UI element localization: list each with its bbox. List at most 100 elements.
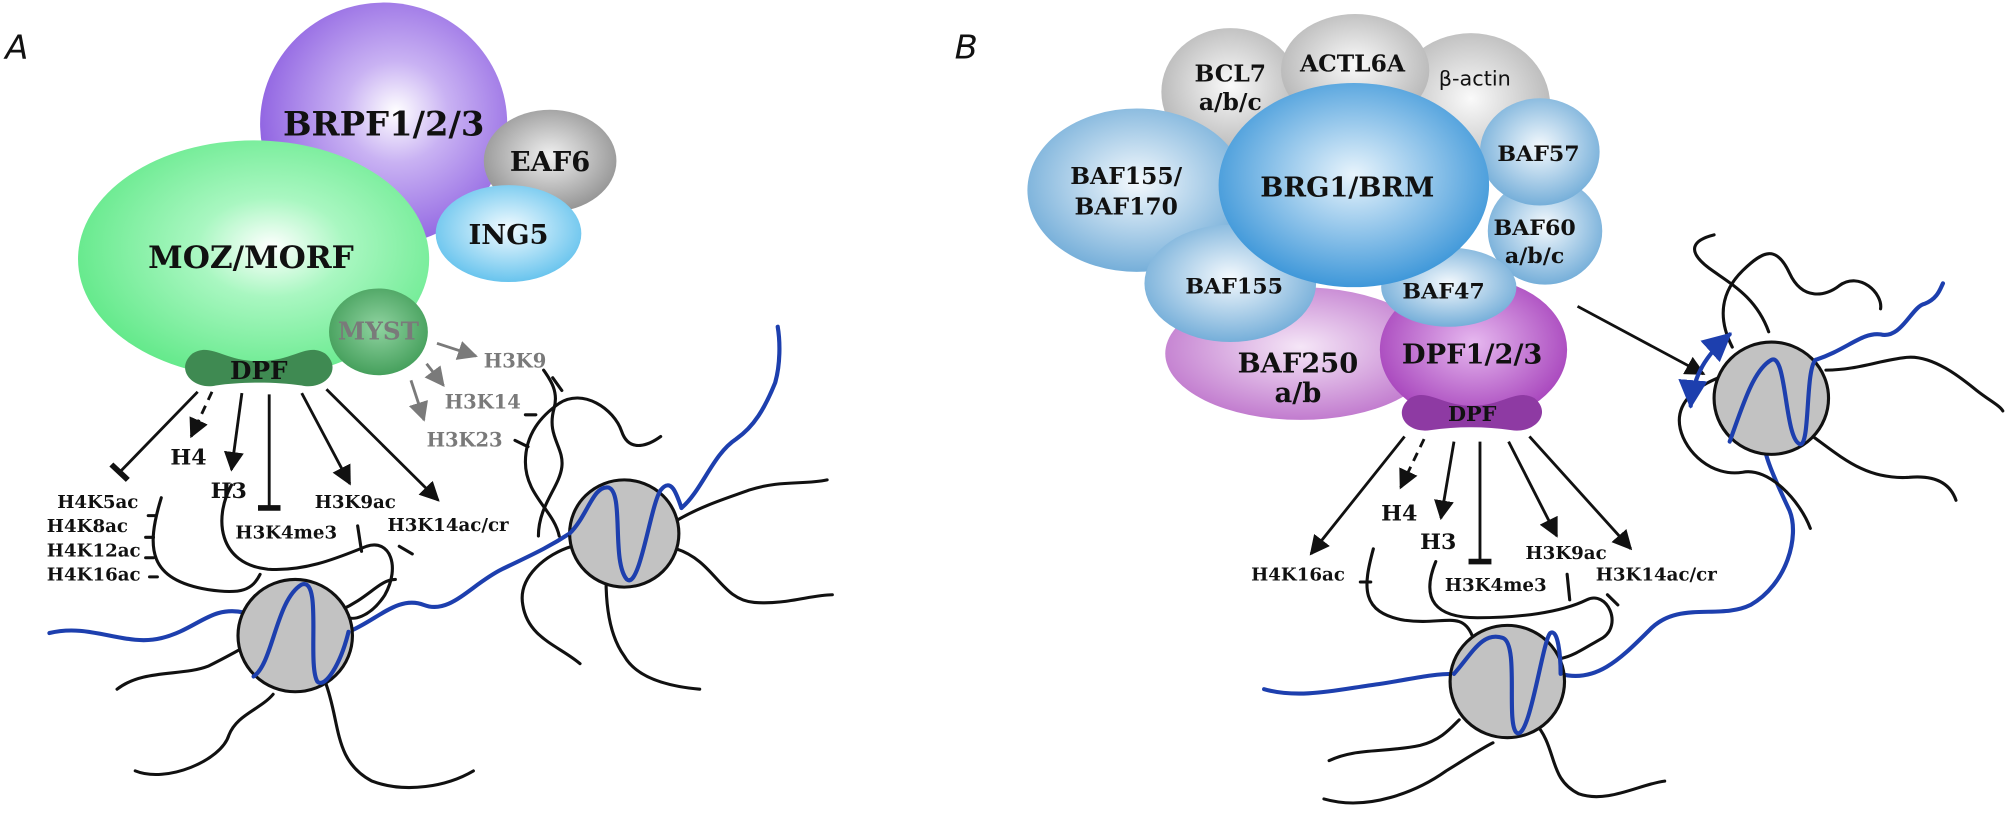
edge-h3k9ac-b [1507, 440, 1558, 538]
h4k16ac-label: H4K16ac [47, 565, 141, 586]
histone-tail [1322, 741, 1495, 805]
histone-tail [323, 680, 475, 790]
baf250-label-line2: a/b [1275, 378, 1322, 409]
h3k14ac-label-b: H3K14ac/cr [1596, 565, 1718, 586]
mark-tick [1565, 572, 1572, 602]
panel-b-nucleosomes [1262, 233, 2005, 805]
histone-tail [115, 644, 249, 691]
histone-tail [339, 577, 397, 612]
dpf-label-b: DPF [1448, 402, 1497, 426]
brpf-label: BRPF1/2/3 [283, 105, 484, 144]
histone-tail [220, 483, 394, 620]
baf60-subunit [1487, 177, 1603, 285]
histone-tail [1533, 720, 1667, 799]
myst-label: MYST [338, 317, 419, 346]
histone-tail [523, 396, 663, 538]
histone-tail [151, 496, 262, 594]
histone-tail [1428, 560, 1614, 661]
edge-h3k14ac [325, 388, 440, 502]
mark-tick [397, 544, 414, 556]
rotation-arrow [1678, 332, 1732, 409]
dna-strand-b1 [1262, 671, 1457, 696]
histone-tail [133, 692, 275, 777]
baf57-label: BAF57 [1497, 141, 1579, 167]
h4k12ac-label: H4K12ac [47, 541, 141, 562]
arrow-h3k9 [436, 341, 478, 360]
edge-h3k9ac [300, 392, 352, 486]
dpf-domain-a [185, 349, 333, 387]
bactin-label: β-actin [1439, 67, 1511, 91]
moz-label: MOZ/MORF [148, 240, 354, 276]
histone-tail [674, 547, 834, 605]
h4k5ac-label: H4K5ac [57, 492, 138, 513]
edge-remodel-arrow [1576, 305, 1706, 376]
panel-b-dpf-edges [1309, 305, 1706, 565]
dpf-domain-b [1401, 395, 1543, 431]
bcl7-label-line1: BCL7 [1194, 61, 1266, 88]
edge-h4-b [1399, 438, 1426, 490]
dna-strand-a1 [47, 609, 247, 643]
baf47-label: BAF47 [1402, 279, 1484, 305]
panel-a-myst-arrows [408, 341, 478, 422]
dpf-label-a: DPF [230, 356, 288, 385]
baf155-170-label-line1: BAF155/ [1070, 163, 1182, 190]
baf60-label-line2: a/b/c [1505, 243, 1564, 269]
h3k4me3-label-a: H3K4me3 [235, 523, 337, 544]
dna-strand-a3 [679, 324, 782, 511]
histone-tail [1693, 233, 1771, 334]
edge-h3 [223, 392, 244, 472]
panel-a-dpf-edges [109, 388, 440, 511]
histone-tail [1824, 355, 2005, 413]
mark-tick [1605, 593, 1620, 607]
panel-b-letter: B [955, 28, 978, 67]
nucleosome-core [236, 577, 355, 694]
ing5-label: ING5 [468, 220, 548, 251]
ing5-subunit [435, 185, 582, 283]
myst-domain [329, 288, 428, 376]
histone-tail [1721, 252, 1883, 349]
dna-strand-b3 [1813, 281, 1946, 362]
panel-a-complex [78, 2, 617, 387]
h3k14-label: H3K14 [445, 391, 521, 414]
h3k9ac-label-a: H3K9ac [315, 492, 396, 513]
brg1-subunit [1218, 82, 1490, 288]
histone-tail [1811, 434, 1958, 502]
histone-tail [1327, 718, 1461, 763]
histone-tail [604, 577, 702, 691]
dpf123-label: DPF1/2/3 [1402, 340, 1543, 371]
bcl7-label-line2: a/b/c [1199, 89, 1262, 116]
histone-tail [1365, 547, 1474, 638]
panel-a-nucleosomes [47, 324, 834, 790]
eaf6-label: EAF6 [510, 147, 590, 178]
h4k16ac-label-b: H4K16ac [1251, 565, 1345, 586]
dna-wrap [567, 483, 684, 583]
baf60-label-line1: BAF60 [1493, 215, 1575, 241]
baf155-170-label-line2: BAF170 [1075, 194, 1178, 221]
dna-strand-a2 [346, 531, 572, 634]
panel-a-letter: A [3, 28, 28, 67]
h3k14ac-label-a: H3K14ac/cr [388, 515, 510, 536]
baf155-label: BAF155 [1185, 274, 1283, 300]
h3k9ac-label-b: H3K9ac [1526, 543, 1607, 564]
baf155-170-subunit [1027, 108, 1246, 272]
edge-h4k5ac [109, 390, 199, 483]
mark-tick [551, 376, 564, 393]
edge-h4k16ac-b [1309, 435, 1406, 556]
edge-h4 [189, 391, 214, 439]
histone-tail [520, 544, 582, 666]
mark-tick [356, 524, 364, 553]
h4-label-b: H4 [1381, 501, 1417, 527]
dna-wrap [251, 582, 351, 685]
edge-h3-b [1434, 441, 1456, 521]
brg1-label: BRG1/BRM [1260, 173, 1434, 204]
baf57-subunit [1479, 98, 1600, 206]
mark-tick [513, 438, 530, 449]
arrow-h3k23 [408, 379, 428, 422]
edge-h3k14ac-b [1528, 435, 1633, 551]
histone-tail [536, 368, 564, 538]
h3k4me3-label-b: H3K4me3 [1445, 575, 1547, 596]
dna-wrap [1727, 357, 1818, 447]
histone-tail [674, 478, 829, 523]
h3-label-b: H3 [1420, 529, 1456, 555]
